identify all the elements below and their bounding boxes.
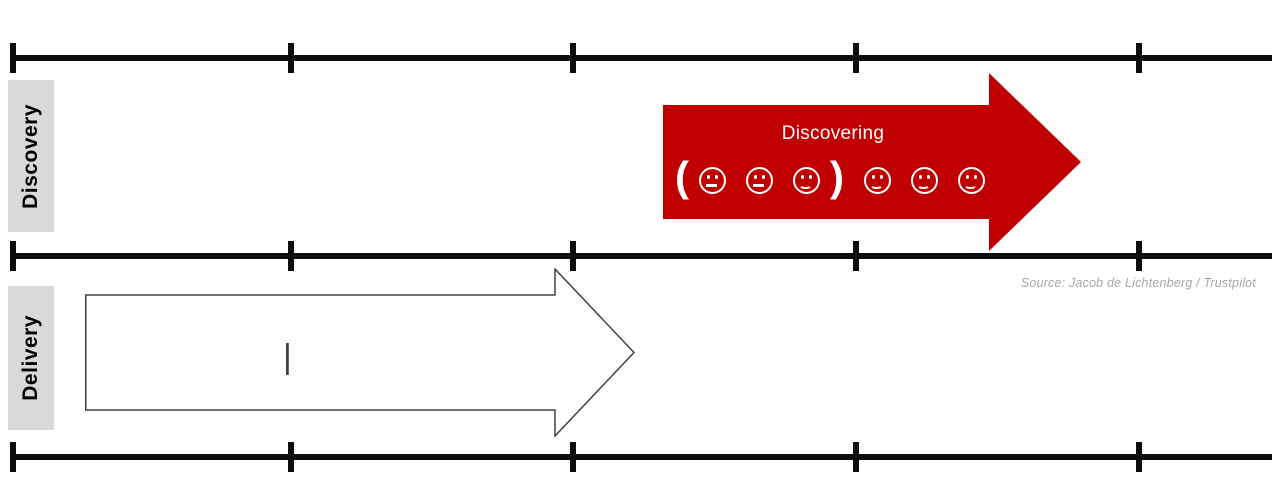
timeline-line [10,253,1272,259]
timeline-tick [852,442,859,472]
timeline-tick [1136,43,1143,73]
discovering-arrow: Discovering () [663,73,1081,251]
timeline-tick [288,241,295,271]
faces-row: () [675,153,985,200]
paren-close: ) [830,153,844,200]
smile-face-icon [864,166,891,194]
timeline-tick [9,442,16,472]
row-label-discovery: Discovery [8,80,54,232]
source-credit: Source: Jacob de Lichtenberg / Trustpilo… [1020,276,1256,290]
timeline-tick [569,43,576,73]
row-label-delivery-text: Delivery [19,315,42,401]
smile-face-icon [793,166,820,194]
timeline-tick [288,442,295,472]
smile-face-icon [958,166,985,194]
timeline-bottom [9,441,1272,473]
timeline-tick [1136,442,1143,472]
right-block-arrow-outline-icon [85,268,635,437]
timeline-tick [852,43,859,73]
row-label-discovery-text: Discovery [19,103,42,209]
timeline-tick [288,43,295,73]
row-label-delivery: Delivery [8,286,54,430]
neutral-face-icon [699,166,726,194]
timeline-tick [569,241,576,271]
timeline-tick [9,43,16,73]
timeline-line [10,55,1272,61]
delivery-arrow: | [85,268,635,437]
text-cursor-mark: | [283,338,292,376]
timeline-middle [9,240,1272,272]
timeline-tick [569,442,576,472]
neutral-face-icon [746,166,773,194]
timeline-top [9,42,1272,74]
timeline-line [10,454,1272,460]
timeline-tick [852,241,859,271]
right-block-arrow-icon [663,73,1081,251]
smile-face-icon [911,166,938,194]
paren-open: ( [675,153,689,200]
timeline-tick [9,241,16,271]
timeline-tick [1136,241,1143,271]
discovering-arrow-label: Discovering [781,123,885,144]
